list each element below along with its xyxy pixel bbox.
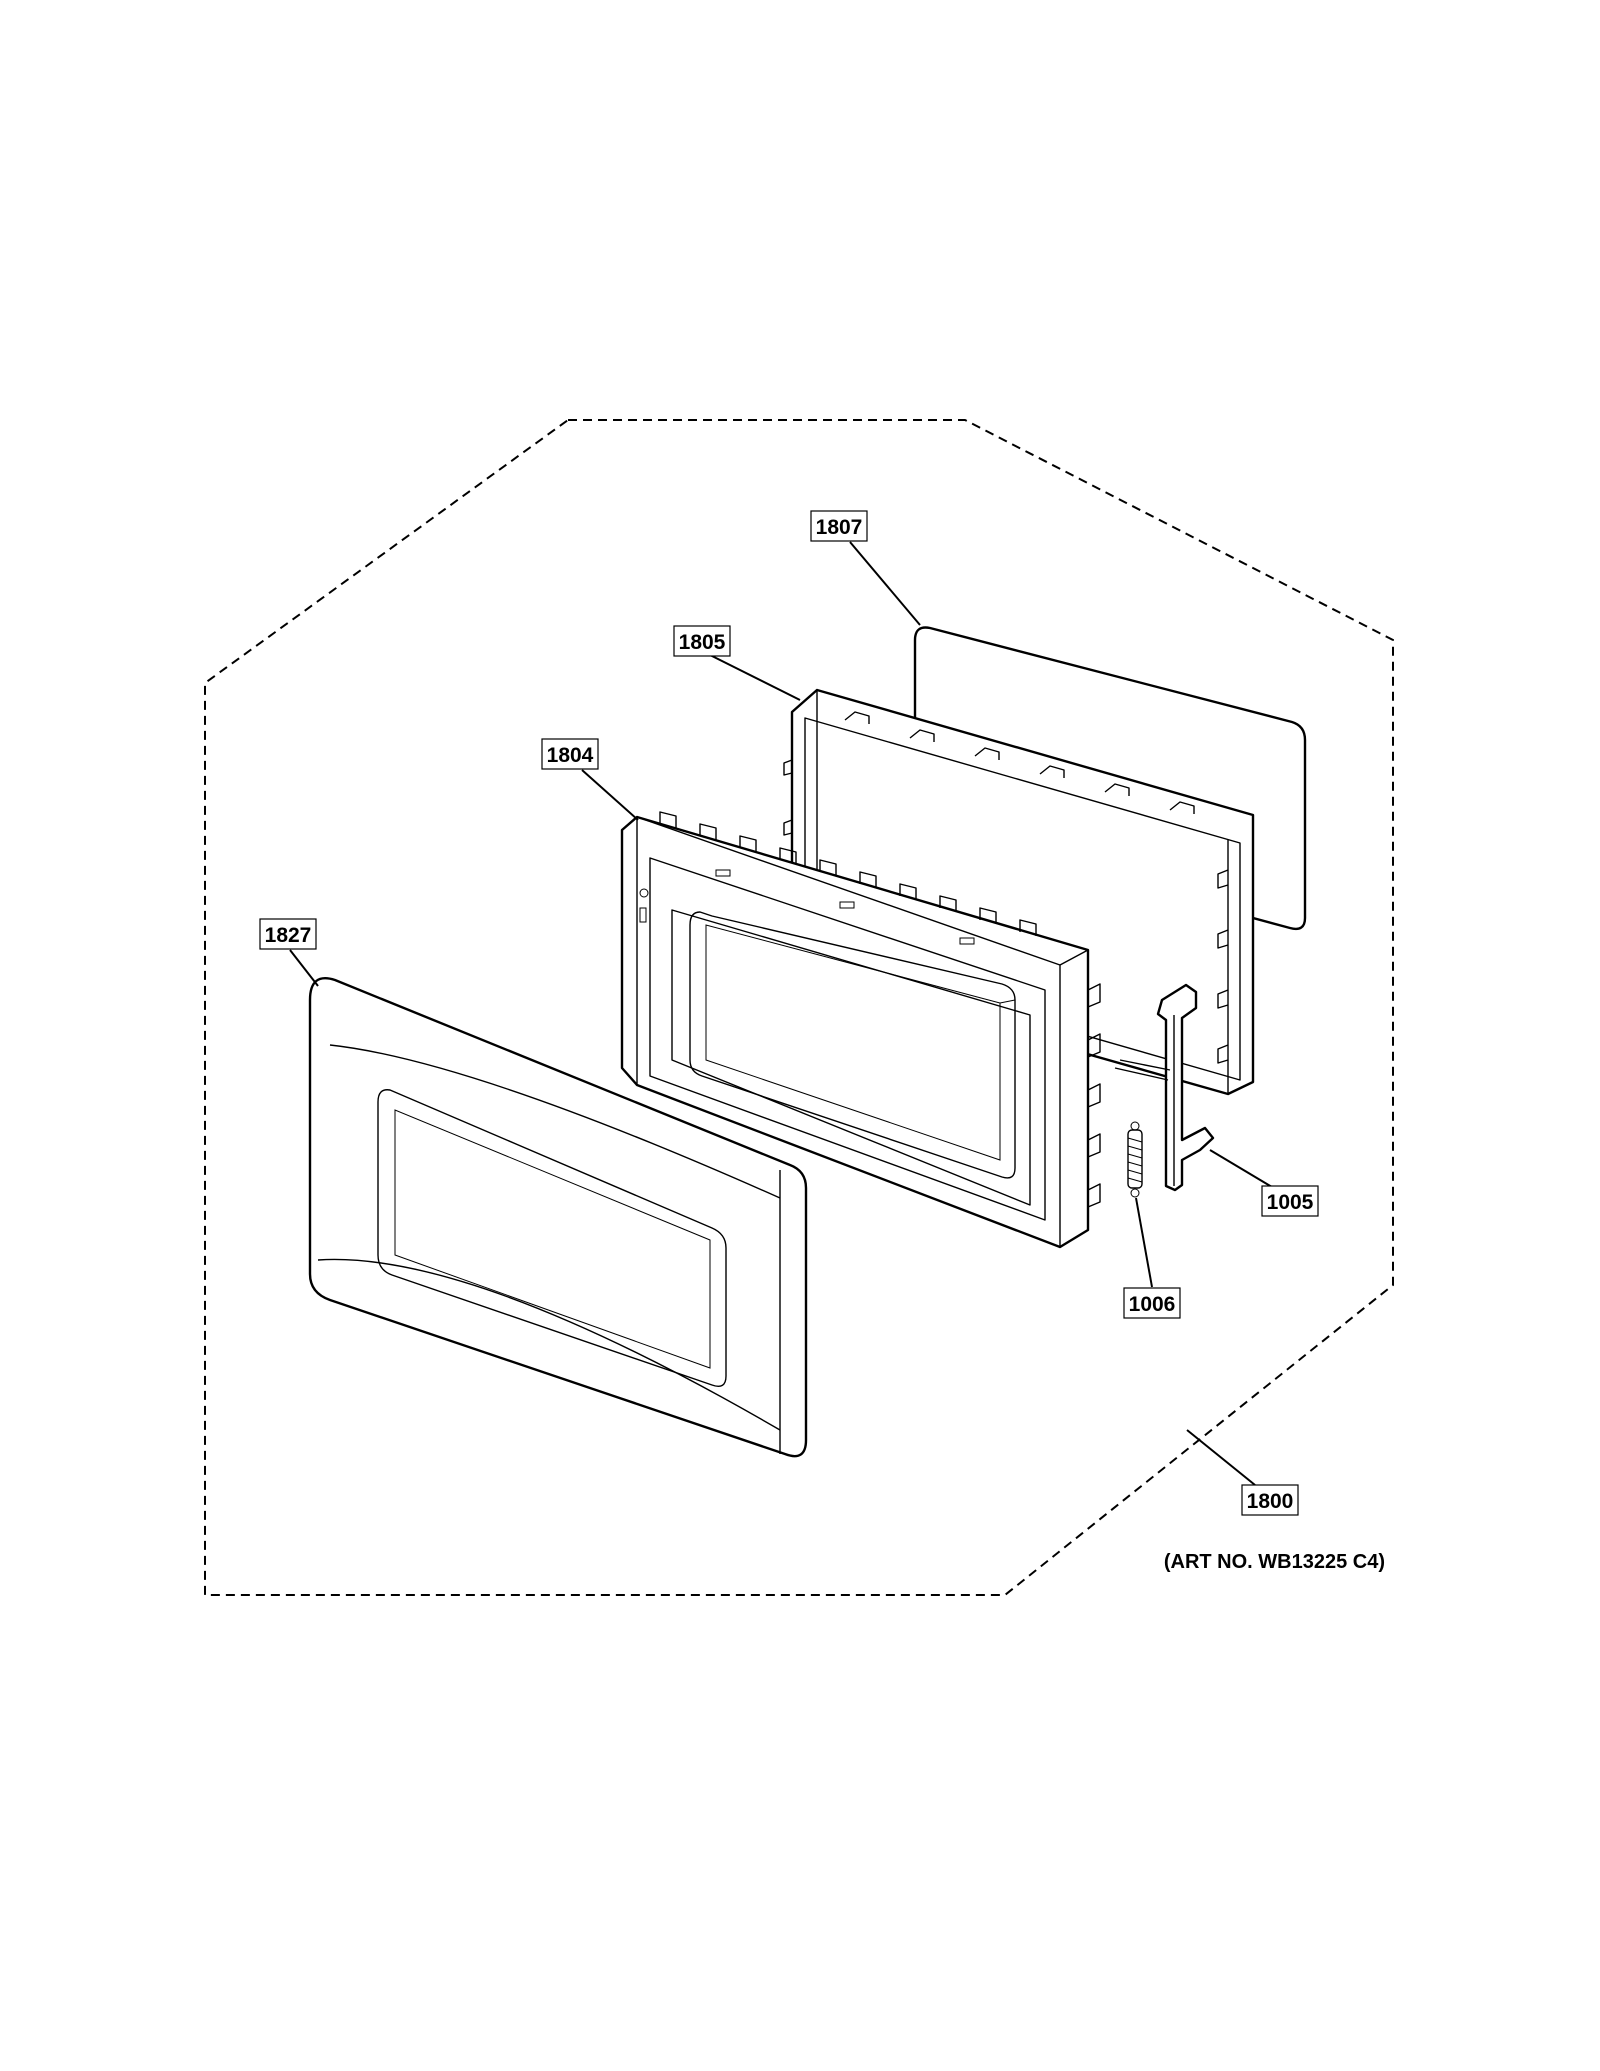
leader-1006 <box>1135 1197 1153 1288</box>
callout-1804: 1804 <box>541 738 599 770</box>
latch-part <box>1114 983 1215 1192</box>
leader-1800 <box>1186 1429 1256 1486</box>
art-number: (ART NO. WB13225 C4) <box>1164 1551 1385 1573</box>
leader-1807 <box>849 541 921 626</box>
svg-text:1827: 1827 <box>265 924 312 947</box>
svg-text:1804: 1804 <box>547 744 594 767</box>
door-outer-panel-part <box>308 977 808 1458</box>
svg-text:1807: 1807 <box>816 516 863 539</box>
callout-1800: 1800 <box>1241 1484 1299 1516</box>
leader-1805 <box>709 654 801 701</box>
svg-text:1805: 1805 <box>679 631 726 654</box>
svg-text:1006: 1006 <box>1129 1293 1176 1316</box>
door-frame-part <box>620 811 1101 1249</box>
callout-1807: 1807 <box>810 510 868 542</box>
svg-text:1005: 1005 <box>1267 1191 1314 1214</box>
callout-1827: 1827 <box>259 918 317 950</box>
callout-1005: 1005 <box>1261 1185 1319 1217</box>
spring-part <box>1127 1121 1143 1198</box>
leader-1827 <box>289 949 319 987</box>
leader-1005 <box>1209 1149 1273 1188</box>
callout-1006: 1006 <box>1123 1287 1181 1319</box>
leader-1804 <box>581 769 639 821</box>
svg-text:1800: 1800 <box>1247 1490 1294 1513</box>
callout-1805: 1805 <box>673 625 731 657</box>
